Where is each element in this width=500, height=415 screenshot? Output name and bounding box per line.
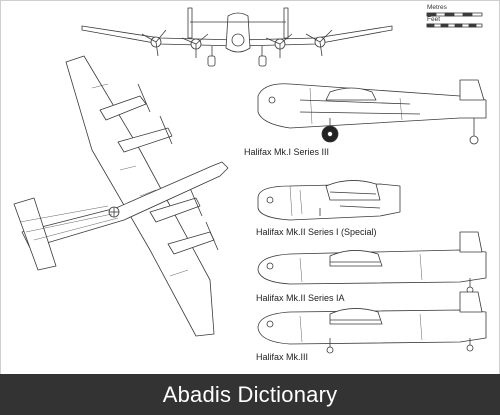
plan-view — [13, 55, 229, 337]
side-view-mk3 — [257, 291, 487, 354]
scale-metres-label: Metres — [427, 4, 447, 11]
scale-bar — [426, 12, 483, 28]
variant-caption-mk2-series1a: Halifax Mk.II Series IA — [256, 293, 345, 303]
side-view-mk1-series3 — [257, 79, 487, 145]
variant-caption-mk3: Halifax Mk.III — [256, 352, 309, 362]
footer-brand-text: Abadis Dictionary — [162, 382, 338, 407]
side-view-mk2-series1a — [257, 231, 487, 294]
halifax-three-view-drawing — [13, 7, 487, 354]
footer-banner: Abadis Dictionary — [0, 374, 500, 415]
scale-feet-label: Feet — [427, 16, 441, 23]
variant-caption-mk2-series1-special: Halifax Mk.II Series I (Special) — [256, 227, 377, 237]
side-view-mk2-series1-special — [257, 180, 401, 221]
variant-caption-mk1-series3: Halifax Mk.I Series III — [244, 147, 330, 157]
front-view — [81, 7, 393, 67]
